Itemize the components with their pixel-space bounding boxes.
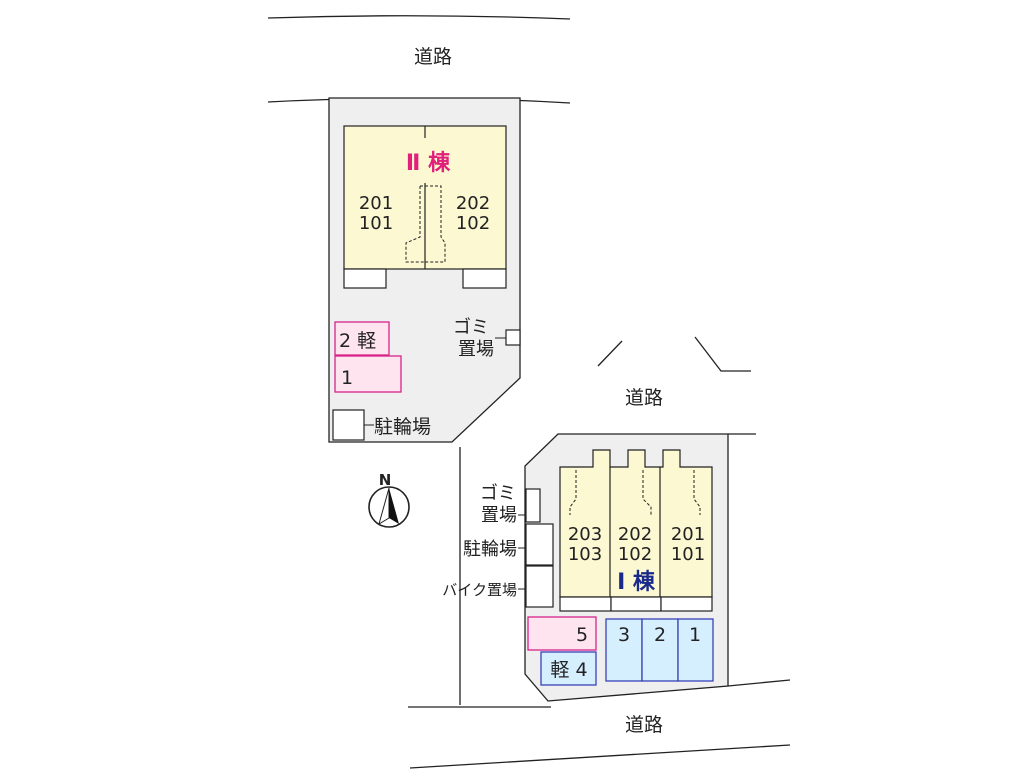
building2-unit-102: 102 (456, 213, 490, 234)
building1-unit-102: 102 (618, 544, 652, 565)
building1-parking-2-label: 2 (654, 624, 666, 646)
building1-parking-2 (641, 618, 679, 682)
road-label-south: 道路 (625, 714, 663, 736)
building2-bicycle-box (332, 409, 365, 441)
building1-parking-blue: 3 2 1 (605, 618, 714, 682)
building2-parking-2 (334, 321, 390, 356)
building1-garbage-line1: ゴミ (480, 483, 516, 504)
building2-unit-101: 101 (359, 213, 393, 234)
building1-porch-2 (610, 596, 662, 612)
building1-parking-1 (677, 618, 714, 682)
road-lines (267, 15, 791, 769)
building1-parking-1-label: 1 (689, 624, 701, 646)
road-label-middle: 道路 (625, 387, 663, 409)
building1-stairs (569, 470, 701, 515)
building2-parking-1-label: 1 (341, 367, 353, 389)
compass-north-icon: N (368, 471, 410, 528)
building2-garbage-box (505, 329, 521, 346)
building1-parking-3-label: 3 (618, 624, 630, 646)
road-label-north: 道路 (414, 46, 452, 68)
building1-bike-box (525, 565, 554, 608)
building1-unit-202: 202 (618, 524, 652, 545)
building1-bicycle-box (525, 523, 554, 566)
building1-porch-3 (660, 596, 713, 612)
building1-garbage-box (525, 488, 541, 523)
building2-stairs (405, 185, 446, 263)
building1-parking-5 (527, 616, 597, 651)
building2-unit-201: 201 (359, 193, 393, 214)
building1-garbage-line2: 置場 (481, 505, 517, 526)
building1-unit-101: 101 (671, 544, 705, 565)
building1-parking-3 (605, 618, 643, 682)
building1-bicycle-label: 駐輪場 (463, 539, 517, 560)
building2-parking-1 (334, 355, 402, 393)
building1-porch-1 (559, 596, 612, 612)
building2-parking-2-label: 2 軽 (339, 330, 376, 352)
building2-title: Ⅱ 棟 (406, 150, 451, 176)
compass-label: N (379, 471, 392, 489)
building1-parking-kei4-label: 軽 4 (550, 659, 587, 681)
building1-bike-label: バイク置場 (442, 581, 517, 599)
building2-bicycle-label: 駐輪場 (374, 416, 431, 438)
building2-porch-left (343, 268, 387, 289)
building1-footprint (559, 449, 713, 598)
building1-parking-kei4 (540, 651, 597, 686)
building1-unit-201: 201 (671, 524, 705, 545)
building1-title: Ⅰ 棟 (617, 569, 656, 595)
building2-unit-202: 202 (456, 193, 490, 214)
building1-parking-5-label: 5 (576, 624, 588, 646)
building1-unit-203: 203 (568, 524, 602, 545)
building2-porch-right (462, 268, 507, 289)
building1-unit-103: 103 (568, 544, 602, 565)
building2-garbage-line1: ゴミ (453, 317, 489, 338)
building2-garbage-line2: 置場 (458, 339, 494, 360)
